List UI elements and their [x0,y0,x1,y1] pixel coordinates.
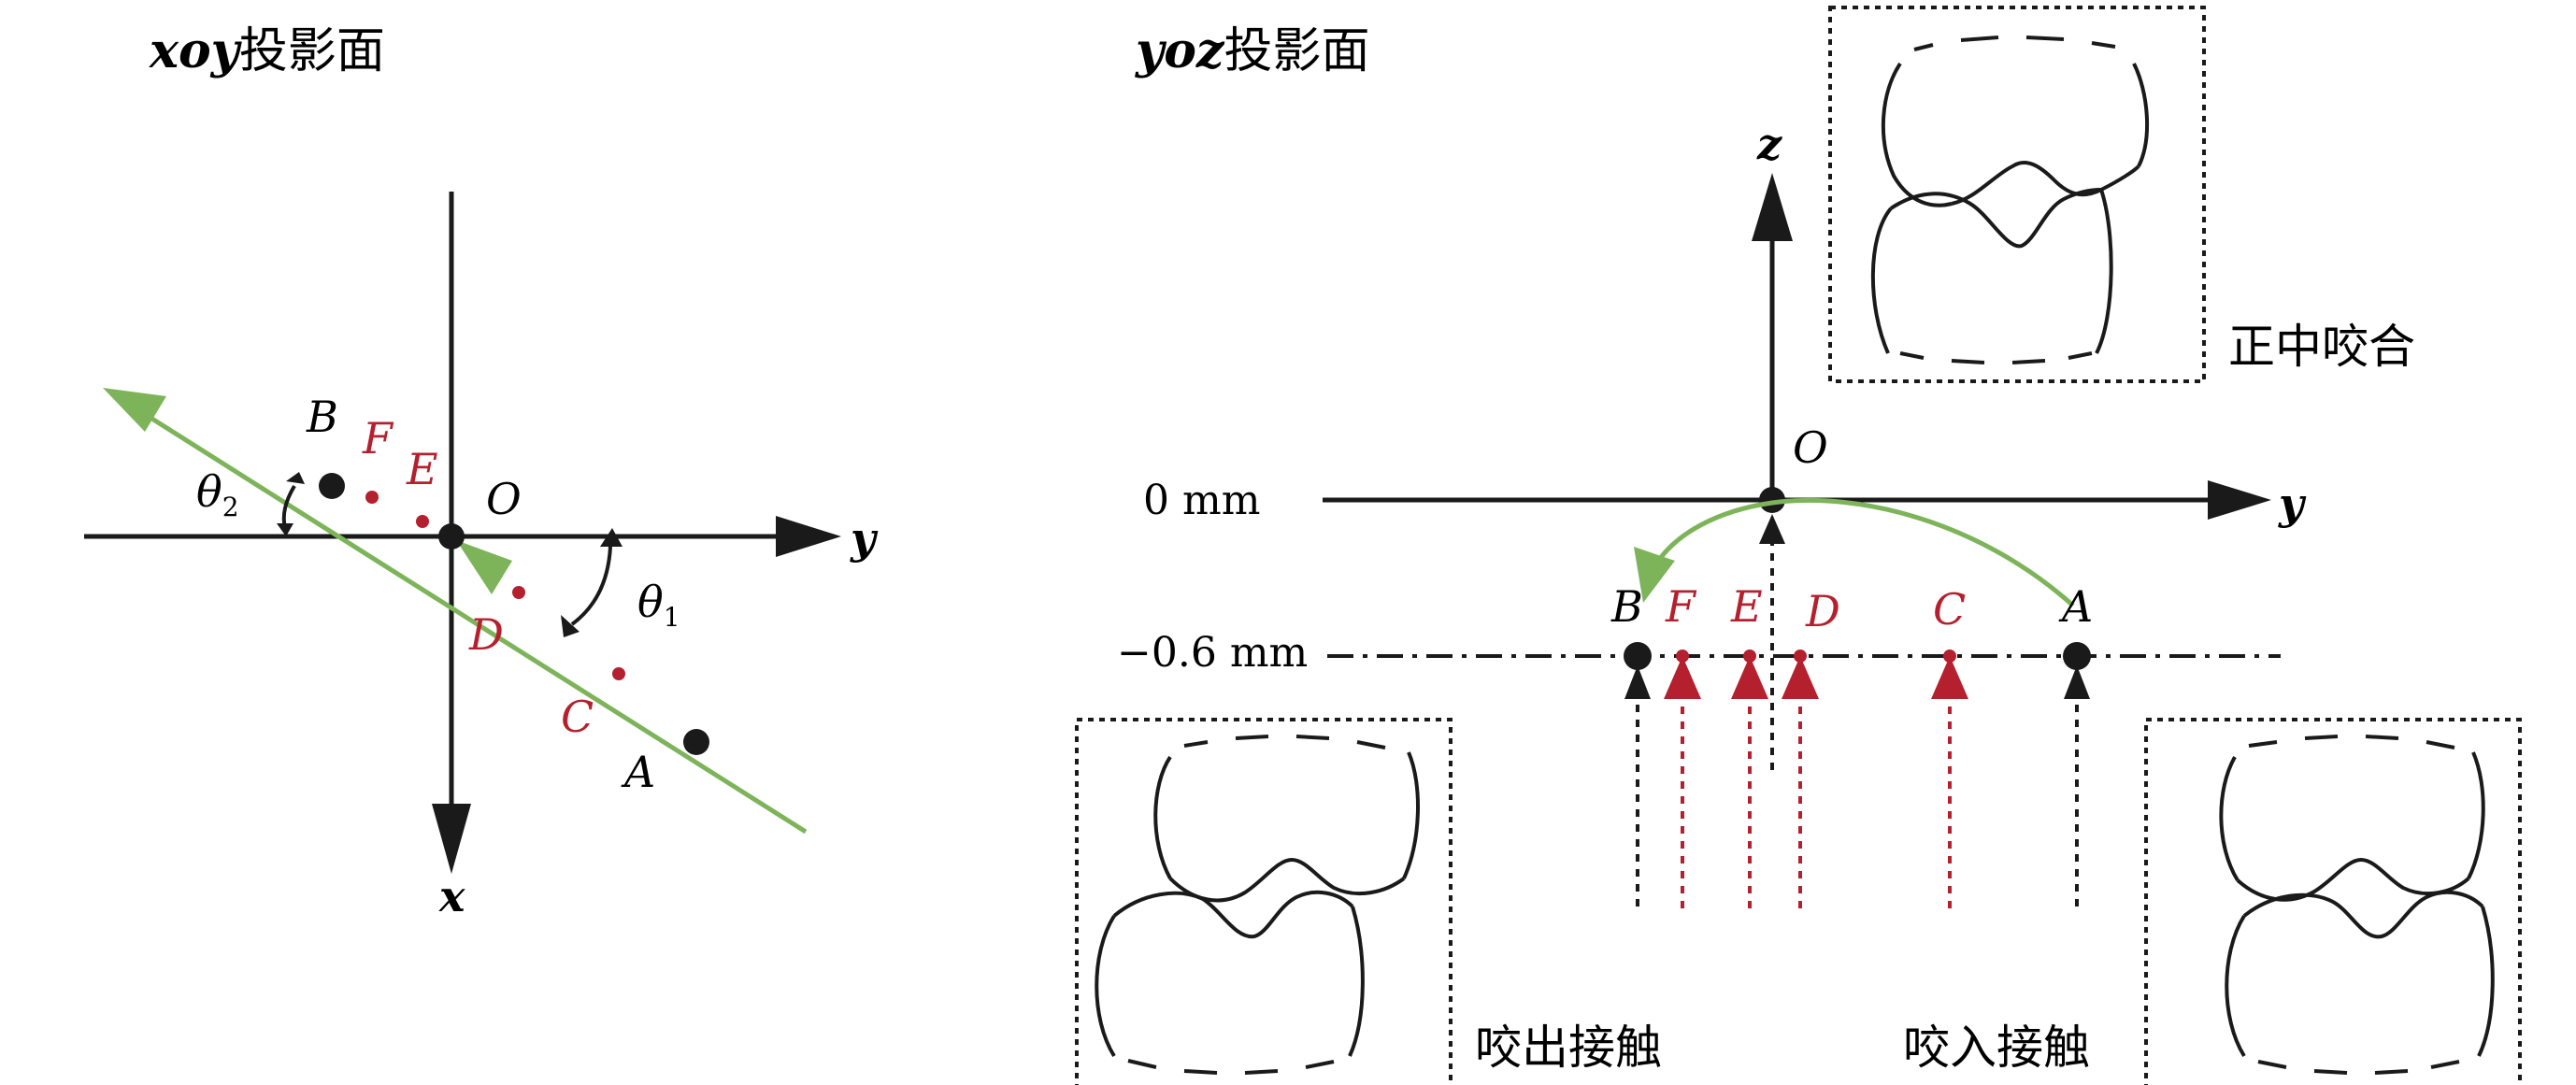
xoy-theta1-label: θ1 [637,577,680,633]
yoz-green-curve [1650,497,2075,607]
xoy-theta2-arrow-top [286,472,305,484]
yoz-y-axis-label: y [2278,478,2307,529]
xoy-theta2-label: θ2 [196,466,239,522]
yoz-level-minus-label: −0.6 mm [1117,629,1308,677]
xoy-green-arrowhead-left [103,388,166,432]
yoz-y-axis-arrowhead [2208,480,2271,520]
xoy-theta1-arrow-top [600,528,623,547]
xoy-label-a: A [621,747,655,797]
yoz-origin-label: O [1793,422,1828,473]
yoz-label-e: E [1730,581,1763,632]
xoy-theta2-subscript: 2 [222,492,239,522]
inset-bottom-left-teeth-illustration [1095,735,1420,1075]
yoz-origin-point [1759,487,1785,513]
xoy-point-f [365,491,379,504]
yoz-point-f [1676,650,1689,663]
inset-top-caption: 正中咬合 [2228,320,2415,374]
yoz-probe-a-arrowhead [2064,665,2090,699]
inset-bottom-left-frame [1075,718,1453,1085]
inset-bottom-right-caption: 咬入接触 [1903,1021,2090,1075]
xoy-title-italic: xoy [149,22,243,79]
yoz-label-d: D [1805,586,1840,636]
yoz-z-axis-arrowhead [1752,173,1793,241]
xoy-title-cn: 投影面 [239,23,385,79]
yoz-probe-d-arrowhead [1782,656,1819,699]
yoz-point-c [1943,650,1956,663]
xoy-green-arrowhead-center [456,540,512,594]
xoy-theta1-subscript: 1 [664,602,680,633]
yoz-point-e [1743,650,1756,663]
xoy-x-axis-arrowhead [432,804,471,874]
xoy-theta1-symbol: θ [637,577,664,627]
yoz-label-b: B [1610,581,1643,632]
inset-bottom-left-caption: 咬出接触 [1475,1021,1662,1075]
yoz-probe-f-arrowhead [1664,656,1701,699]
xoy-point-a [683,729,709,755]
xoy-theta1-arrow-bottom [561,615,580,637]
xoy-panel: xoy投影面 x y O B A F E D C [84,22,879,921]
xoy-label-b: B [306,392,338,442]
yoz-label-c: C [1933,584,1966,635]
xoy-point-b [319,473,345,499]
xoy-label-f: F [362,413,394,464]
yoz-title: yoz投影面 [1135,22,1369,79]
xoy-label-e: E [406,444,438,494]
xoy-x-axis-label: x [438,871,465,921]
xoy-point-e [416,515,429,528]
yoz-point-b [1624,642,1652,670]
yoz-z-axis-label: z [1756,119,1782,169]
xoy-point-d [512,586,525,599]
yoz-label-a: A [2058,581,2093,632]
xoy-green-line [138,408,808,835]
yoz-point-a [2063,642,2091,670]
inset-top-teeth-illustration [1870,36,2149,364]
xoy-label-c: C [561,692,594,742]
inset-bottom-left: 咬出接触 [1075,718,1662,1085]
yoz-panel: yoz投影面 z y O 0 mm −0.6 mm B A [1117,22,2307,911]
xoy-point-c [612,667,625,680]
yoz-label-f: F [1665,581,1697,632]
inset-top-frame [1828,6,2206,383]
inset-bottom-right-teeth-illustration [2219,735,2495,1075]
inset-top: 正中咬合 [1828,6,2415,383]
yoz-probe-b-arrowhead [1624,665,1651,699]
xoy-theta2-symbol: θ [196,466,222,517]
xoy-origin-point [438,523,465,550]
xoy-theta1-arc [570,546,612,626]
yoz-origin-up-arrow [1759,514,1785,544]
xoy-theta2-arrow-bottom [277,523,293,536]
xoy-origin-label: O [486,474,522,524]
yoz-title-italic: yoz [1135,22,1225,79]
inset-bottom-right-frame [2144,718,2522,1085]
yoz-probe-c-arrowhead [1931,656,1968,699]
yoz-probe-e-arrowhead [1731,656,1768,699]
inset-bottom-right: 咬入接触 [1903,718,2522,1085]
xoy-y-axis-arrowhead [776,516,841,557]
yoz-point-d [1794,650,1807,663]
xoy-y-axis-label: y [850,513,879,564]
yoz-level-zero-label: 0 mm [1143,477,1260,524]
xoy-label-d: D [468,609,504,660]
yoz-green-curve-arrowhead [1634,547,1675,603]
xoy-title: xoy投影面 [149,22,385,79]
yoz-title-cn: 投影面 [1224,23,1369,79]
